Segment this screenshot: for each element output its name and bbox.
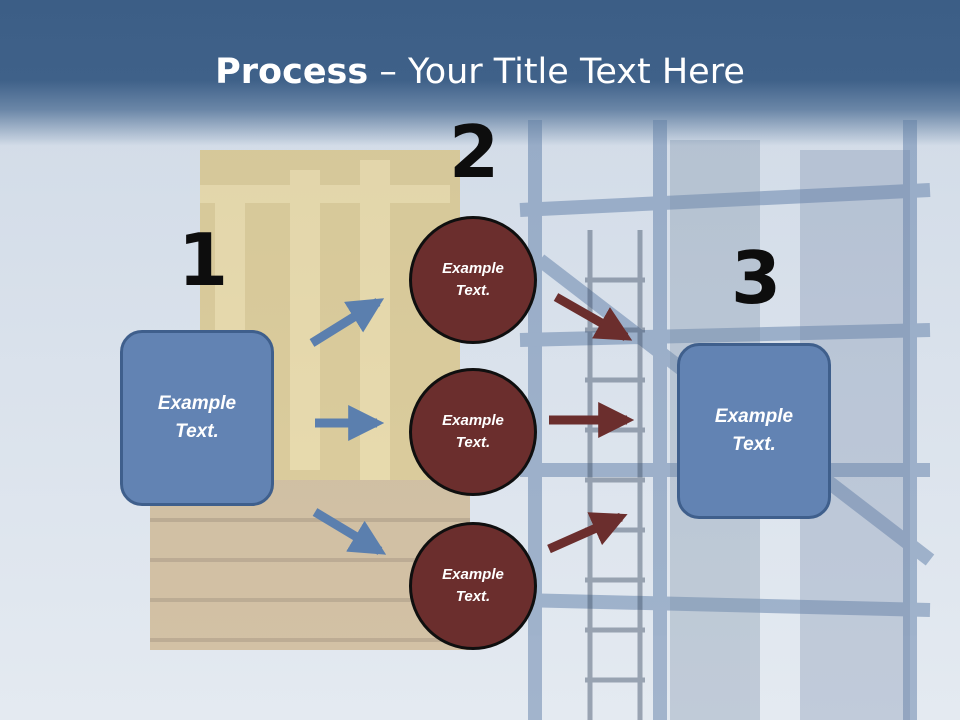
circle-top-text: Example Text. <box>442 259 504 300</box>
step3-box-text: Example Text. <box>714 405 794 456</box>
title-bar <box>0 0 960 146</box>
step-number-3: 3 <box>731 236 782 320</box>
title-strong: Process <box>215 52 369 92</box>
step2-circle-top[interactable]: Example Text. <box>409 216 537 344</box>
slide-title: Process – Your Title Text Here <box>0 52 960 92</box>
step1-box[interactable]: Example Text. <box>120 330 274 506</box>
circle-bottom-text: Example Text. <box>442 565 504 606</box>
arrow-blue-down <box>312 508 387 555</box>
step3-box[interactable]: Example Text. <box>677 343 831 519</box>
circle-middle-text: Example Text. <box>442 411 504 452</box>
title-rest: – Your Title Text Here <box>368 52 745 92</box>
arrow-red-down <box>553 293 633 341</box>
arrow-red-up <box>547 512 628 554</box>
step1-box-text: Example Text. <box>157 392 237 443</box>
step2-circle-bottom[interactable]: Example Text. <box>409 522 537 650</box>
step-number-2: 2 <box>449 110 500 194</box>
arrow-blue-up <box>309 298 385 347</box>
step-number-1: 1 <box>178 218 229 302</box>
step2-circle-middle[interactable]: Example Text. <box>409 368 537 496</box>
